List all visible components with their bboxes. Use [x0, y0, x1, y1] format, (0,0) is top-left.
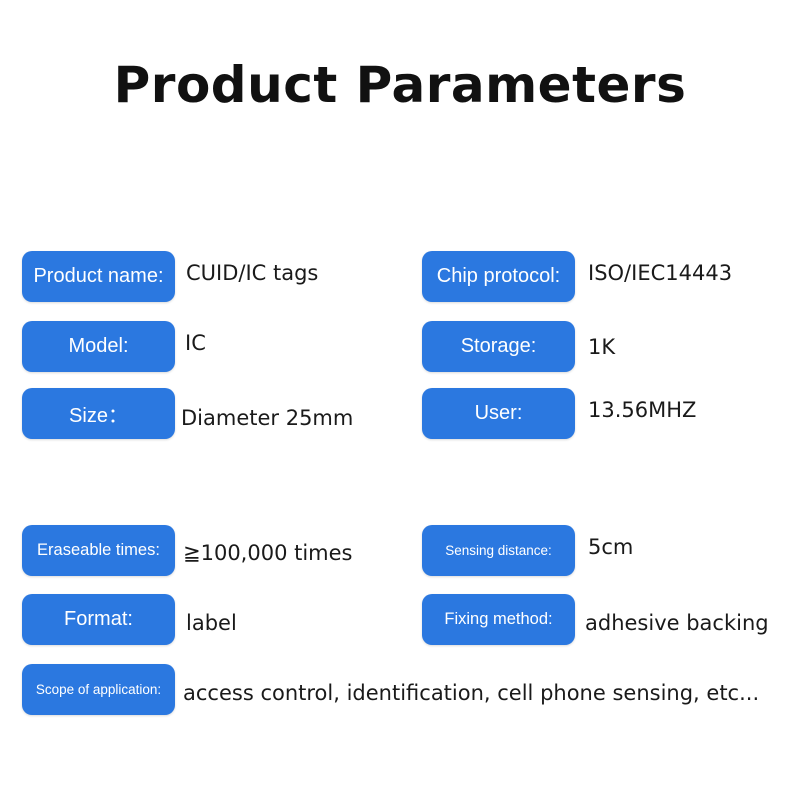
storage-label: Storage:: [422, 321, 575, 372]
model-label: Model:: [22, 321, 175, 372]
erase-times-value: ≧100,000 times: [183, 540, 353, 565]
scope-value: access control, identification, cell pho…: [183, 680, 760, 705]
chip-protocol-label: Chip protocol:: [422, 251, 575, 302]
chip-protocol-value: ISO/IEC14443: [588, 261, 733, 285]
fixing-method-label: Fixing method:: [422, 594, 575, 645]
product-name-value: CUID/IC tags: [186, 261, 319, 285]
size-label: Size：: [22, 388, 175, 439]
model-value: IC: [185, 331, 206, 355]
format-label: Format:: [22, 594, 175, 645]
user-label: User:: [422, 388, 575, 439]
fixing-method-value: adhesive backing: [585, 610, 769, 635]
product-name-label: Product name:: [22, 251, 175, 302]
scope-label: Scope of application:: [22, 664, 175, 715]
size-value: Diameter 25mm: [181, 405, 354, 430]
storage-value: 1K: [588, 334, 616, 359]
sensing-distance-label: Sensing distance:: [422, 525, 575, 576]
page-title: Product Parameters: [113, 56, 687, 114]
format-value: label: [186, 610, 237, 635]
sensing-distance-value: 5cm: [588, 535, 634, 559]
erase-times-label: Eraseable times:: [22, 525, 175, 576]
user-value: 13.56MHZ: [588, 398, 697, 422]
